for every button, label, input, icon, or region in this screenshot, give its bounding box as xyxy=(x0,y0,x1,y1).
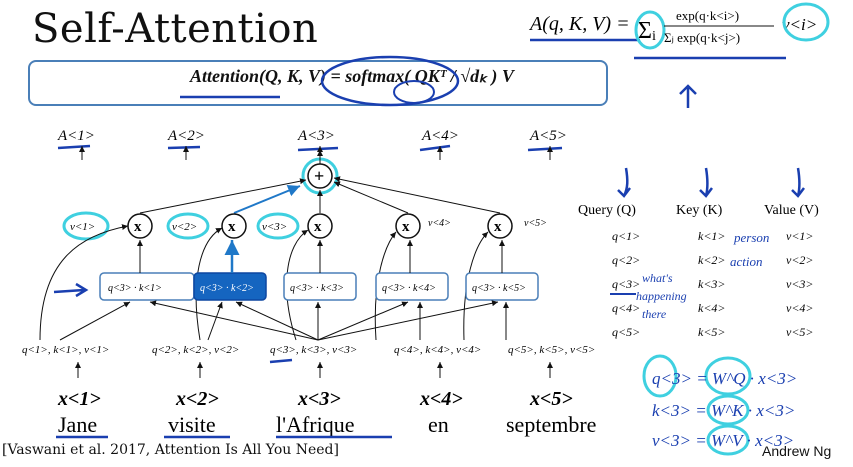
annotation-action: action xyxy=(730,254,763,269)
annotation-happening: happening xyxy=(636,289,687,303)
qkv-5: q<5>, k<5>, v<5> xyxy=(508,344,595,356)
sum-circle xyxy=(634,10,666,50)
v-i-circle xyxy=(782,2,830,42)
input-x1: x<1> xyxy=(57,388,101,410)
table-v1: v<1> xyxy=(786,229,814,243)
dot-label-5: q<3> · k<5> xyxy=(472,283,526,294)
input-x2: x<2> xyxy=(175,388,219,410)
top-formula-numerator: exp(q·k<i>) xyxy=(676,8,739,23)
table-k3: k<3> xyxy=(698,277,726,291)
value-label-2: v<2> xyxy=(172,221,197,233)
dot-label-4: q<3> · k<4> xyxy=(382,283,436,294)
svg-text:x: x xyxy=(314,219,322,235)
word-visite: visite xyxy=(168,412,216,437)
top-formula-sum: Σᵢ xyxy=(638,18,656,44)
table-k5: k<5> xyxy=(698,325,726,339)
top-formula-denominator: Σⱼ exp(q·k<j>) xyxy=(664,30,740,45)
svg-text:x: x xyxy=(228,219,236,235)
qkv-4: q<4>, k<4>, v<4> xyxy=(394,344,481,356)
sqrt-dk-circle xyxy=(393,80,435,104)
hw-eq-q: q<3> = W^Q · x<3> xyxy=(652,369,797,388)
output-a3: A<3> xyxy=(297,128,335,144)
svg-text:x: x xyxy=(134,219,142,235)
svg-text:x: x xyxy=(402,219,410,235)
table-header-value: Value (V) xyxy=(764,203,819,218)
table-k2: k<2> xyxy=(698,253,726,267)
v1-circle xyxy=(62,211,110,241)
top-formula-rhs: v<i> xyxy=(782,15,817,34)
mult-node-3 xyxy=(307,213,333,239)
word-en: en xyxy=(428,412,449,437)
word-row: Jane visite l'Afrique en septembre xyxy=(58,412,596,437)
dot-box-2 xyxy=(193,272,267,301)
citation: [Vaswani et al. 2017, Attention Is All Y… xyxy=(2,442,339,458)
up-arrow-mark xyxy=(679,84,697,108)
mult-node-5 xyxy=(487,213,513,239)
input-x3: x<3> xyxy=(297,388,341,410)
output-row: A<1> A<2> A<3> A<4> A<5> xyxy=(57,128,567,144)
table-q2: q<2> xyxy=(612,253,640,267)
attention-formula: Attention(Q, K, V) = softmax( QKᵀ / √dₖ … xyxy=(190,66,514,86)
output-a5: A<5> xyxy=(529,128,567,144)
table-k4: k<4> xyxy=(698,301,726,315)
annotation-whats: what's xyxy=(642,271,673,285)
value-label-3: v<3> xyxy=(262,221,287,233)
plus-symbol: + xyxy=(314,166,324,186)
multiply-row: x x x x x xyxy=(127,213,513,239)
input-x5: x<5> xyxy=(529,388,573,410)
annotation-there: there xyxy=(642,307,667,321)
table-v5: v<5> xyxy=(786,325,814,339)
mult-node-2 xyxy=(221,213,247,239)
input-row: x<1> x<2> x<3> x<4> x<5> xyxy=(57,388,573,410)
word-septembre: septembre xyxy=(506,412,596,437)
qkv-table: Query (Q) Key (K) Value (V) q<1> k<1> v<… xyxy=(578,167,819,339)
dot-product-row: q<3> · k<1> q<3> · k<2> q<3> · k<3> q<3>… xyxy=(99,272,539,301)
annotation-person: person xyxy=(733,230,769,245)
output-a2: A<2> xyxy=(167,128,205,144)
qkv-2: q<2>, k<2>, v<2> xyxy=(152,344,239,356)
value-label-1: v<1> xyxy=(70,221,95,233)
dot-label-1: q<3> · k<1> xyxy=(108,283,162,294)
top-formula-lhs: A(q, K, V) = xyxy=(528,13,630,35)
table-v2: v<2> xyxy=(786,253,814,267)
table-q5: q<5> xyxy=(612,325,640,339)
v2-circle xyxy=(166,212,210,240)
table-v4: v<4> xyxy=(786,301,814,315)
word-jane: Jane xyxy=(58,412,97,437)
softmax-circle xyxy=(320,55,460,107)
qkv-1: q<1>, k<1>, v<1> xyxy=(22,344,109,356)
qkv-3: q<3>, k<3>, v<3> xyxy=(270,344,357,356)
hw-eq-v: v<3> = W^V · x<3> xyxy=(652,431,794,450)
slide-title: Self-Attention xyxy=(32,6,319,52)
output-a4: A<4> xyxy=(421,128,459,144)
table-header-key: Key (K) xyxy=(676,203,723,218)
handwritten-equations: q<3> = W^Q · x<3> k<3> = W^K · x<3> v<3>… xyxy=(642,354,797,456)
table-header-query: Query (Q) xyxy=(578,203,636,218)
input-x4: x<4> xyxy=(419,388,463,410)
word-lafrique: l'Afrique xyxy=(276,412,355,437)
blue-pointer-mark xyxy=(53,282,89,298)
output-a1: A<1> xyxy=(57,128,95,144)
v3-circle xyxy=(256,212,300,240)
table-v3: v<3> xyxy=(786,277,814,291)
qkv-row: q<1>, k<1>, v<1> q<2>, k<2>, v<2> q<3>, … xyxy=(22,344,595,356)
table-q1: q<1> xyxy=(612,229,640,243)
dot-label-2: q<3> · k<2> xyxy=(200,283,254,294)
value-label-5: v<5> xyxy=(524,218,547,229)
mult-node-4 xyxy=(395,213,421,239)
hw-eq-k: k<3> = W^K · x<3> xyxy=(652,401,795,420)
table-q3: q<3> xyxy=(612,277,640,291)
value-label-4: v<4> xyxy=(428,218,451,229)
table-k1: k<1> xyxy=(698,229,726,243)
dot-label-3: q<3> · k<3> xyxy=(290,283,344,294)
svg-text:x: x xyxy=(494,219,502,235)
attention-formula-box xyxy=(28,60,608,106)
table-q4: q<4> xyxy=(612,301,640,315)
author-name: Andrew Ng xyxy=(762,443,832,459)
dot-box-4 xyxy=(375,272,449,301)
